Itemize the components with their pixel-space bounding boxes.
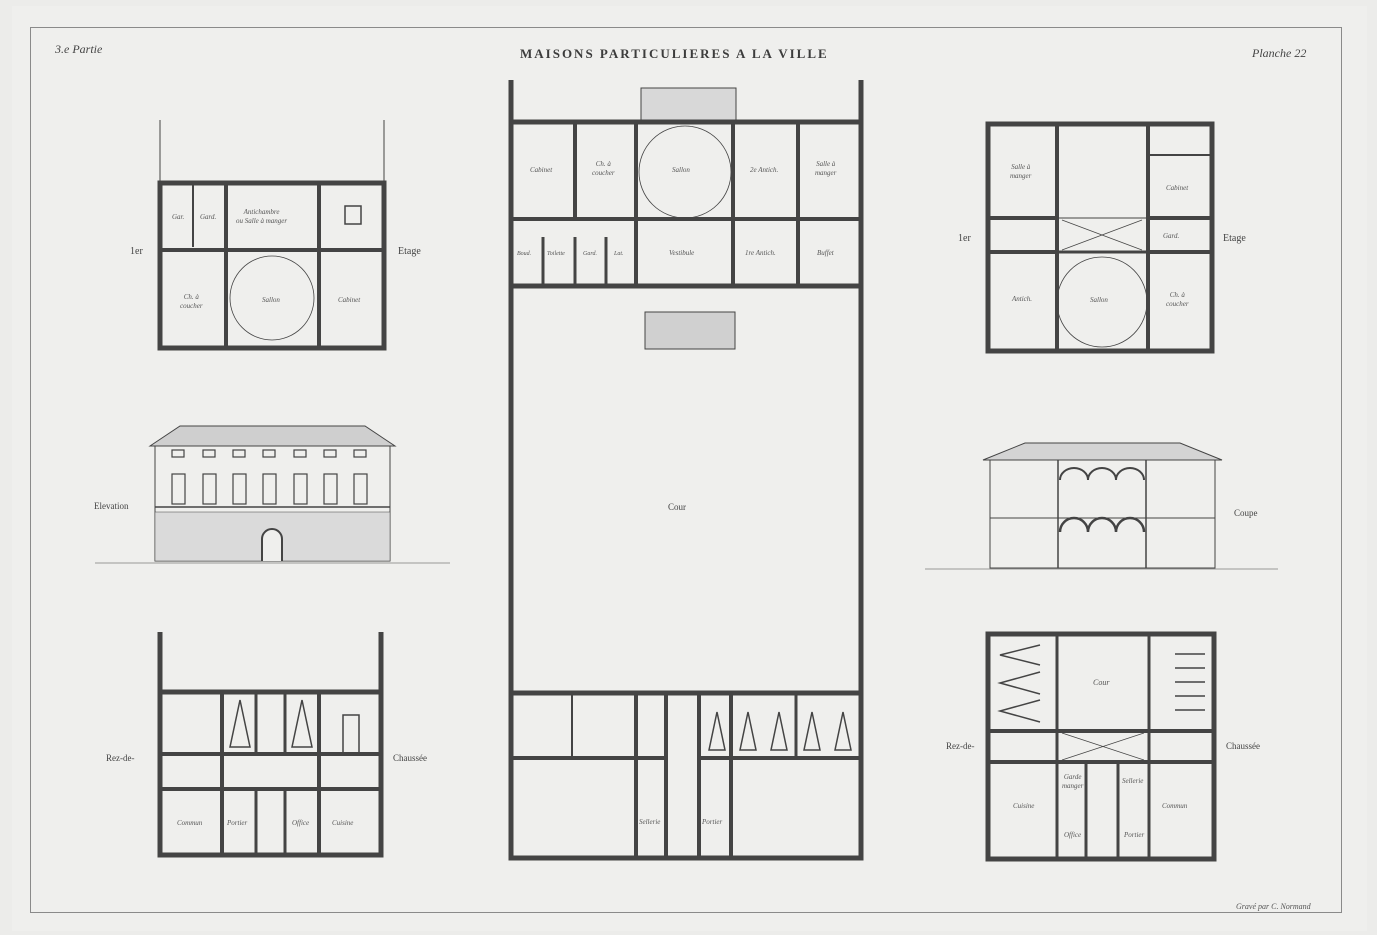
- right-upper-floor-label-right: Etage: [1223, 233, 1246, 244]
- elevation-label: Elevation: [94, 501, 129, 511]
- room-label: Portier: [1124, 831, 1145, 839]
- center-main-plan: [508, 80, 864, 861]
- part-label: 3.e Partie: [55, 42, 103, 56]
- room-label: Ch. à coucher: [1166, 291, 1189, 308]
- room-label: Sallon: [672, 166, 690, 174]
- room-label: Gard.: [583, 251, 597, 257]
- room-label: Sellerie: [639, 818, 661, 826]
- section-label: Coupe: [1234, 508, 1258, 518]
- room-label: Commun: [1162, 802, 1188, 810]
- room-label: Salle à manger: [815, 160, 837, 177]
- right-ground-floor-label-right: Chaussée: [1226, 741, 1260, 751]
- room-label: Office: [292, 819, 310, 827]
- plate-title: MAISONS PARTICULIERES A LA VILLE: [520, 46, 829, 61]
- right-upper-floor-label: 1er: [958, 233, 971, 244]
- room-label: Cuisine: [332, 819, 354, 827]
- room-label: Lat.: [614, 251, 624, 257]
- room-label: Gard.: [1163, 232, 1180, 240]
- left-upper-floor-plan: [157, 120, 387, 351]
- room-label: Gard.: [200, 213, 217, 221]
- room-label: Portier: [227, 819, 248, 827]
- room-label: 1re Antich.: [745, 249, 776, 257]
- room-label: Cabinet: [530, 166, 553, 174]
- plate-frame: [30, 27, 1342, 913]
- room-label: Portier: [702, 818, 723, 826]
- room-label: Sallon: [262, 296, 280, 304]
- room-label: Buffet: [817, 249, 834, 257]
- room-label: Commun: [177, 819, 203, 827]
- left-upper-floor-label: 1er: [130, 246, 143, 257]
- room-label: Ch. à coucher: [592, 160, 615, 177]
- room-label: Gar.: [172, 213, 185, 221]
- right-upper-floor-plan: [985, 121, 1215, 354]
- plate-number: Planche 22: [1252, 46, 1307, 60]
- room-label: Cabinet: [338, 296, 361, 304]
- room-label: Cuisine: [1013, 802, 1035, 810]
- right-ground-floor-plan: [985, 631, 1217, 862]
- room-label: Ch. à coucher: [180, 293, 203, 310]
- room-label: Sallon: [1090, 296, 1108, 304]
- room-label: Office: [1064, 831, 1082, 839]
- room-label: Cour: [1093, 678, 1110, 687]
- left-ground-floor-plan: [157, 632, 384, 858]
- left-upper-floor-label-right: Etage: [398, 246, 421, 257]
- room-label: Salle à manger: [1010, 163, 1032, 180]
- room-label: Antichambre ou Salle à manger: [236, 208, 288, 225]
- paper-sheet: [12, 6, 1367, 931]
- room-label: Garde manger: [1062, 773, 1084, 790]
- left-elevation-drawing: [95, 425, 450, 564]
- room-label: Boud.: [517, 251, 532, 257]
- court-label: Cour: [668, 502, 686, 512]
- right-section-drawing: [925, 442, 1278, 570]
- right-ground-floor-label: Rez-de-: [946, 741, 975, 751]
- room-label: Antich.: [1012, 295, 1033, 303]
- room-label: Cabinet: [1166, 184, 1189, 192]
- room-label: 2e Antich.: [750, 166, 779, 174]
- left-ground-floor-label: Rez-de-: [106, 753, 135, 763]
- left-ground-floor-label-right: Chaussée: [393, 753, 427, 763]
- room-label: Sellerie: [1122, 777, 1144, 785]
- engraver-credit: Gravé par C. Normand: [1236, 902, 1311, 911]
- room-label: Toilette: [547, 251, 565, 257]
- room-label: Vestibule: [669, 249, 695, 257]
